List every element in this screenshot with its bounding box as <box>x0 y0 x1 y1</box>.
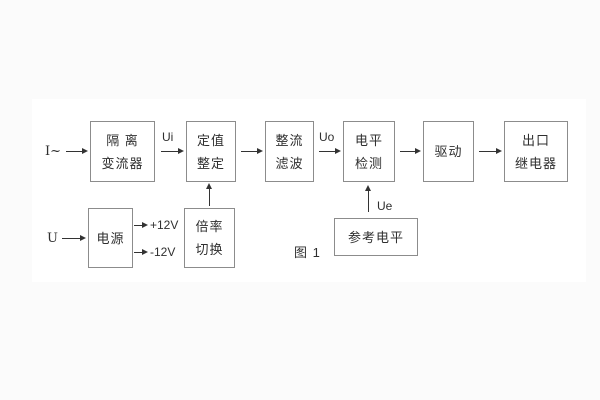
block-label: 电平 <box>354 132 383 148</box>
block-drive: 驱动 <box>423 121 474 182</box>
arrow-power-minus12v <box>134 249 148 255</box>
signal-ui-label: Ui <box>162 130 174 144</box>
arrow-setting-to-rectify <box>241 148 263 154</box>
arrow-input-voltage-to-power <box>62 235 86 241</box>
block-level-detect: 电平 检测 <box>343 121 395 182</box>
arrow-ratio-to-setting <box>206 183 212 206</box>
block-label: 切换 <box>195 242 224 257</box>
block-label: 整流 <box>275 132 304 148</box>
minus-12v-label: -12V <box>150 245 176 259</box>
arrow-level-to-drive <box>400 148 421 154</box>
block-label: 出口 <box>521 132 550 148</box>
input-current-label: I~ <box>45 144 62 159</box>
block-reference-level: 参考电平 <box>334 218 418 256</box>
arrow-drive-to-relay <box>479 148 502 154</box>
block-label: 隔 离 <box>106 132 139 148</box>
block-setting-adjust: 定值 整定 <box>186 121 236 182</box>
input-voltage-label: U <box>47 231 58 246</box>
block-label: 整定 <box>196 155 225 171</box>
signal-uo-label: Uo <box>319 130 335 144</box>
block-ratio-switch: 倍率 切换 <box>184 208 235 268</box>
block-label: 定值 <box>196 132 225 148</box>
block-power-supply: 电源 <box>88 208 133 268</box>
arrow-reference-to-level <box>365 185 371 212</box>
block-label: 驱动 <box>434 144 463 159</box>
arrow-input-current-to-isolation <box>66 148 88 154</box>
signal-ue-label: Ue <box>377 199 393 213</box>
block-rectify-filter: 整流 滤波 <box>265 121 314 182</box>
arrow-isolation-to-setting <box>161 148 184 154</box>
plus-12v-label: +12V <box>150 218 179 232</box>
block-label: 滤波 <box>275 155 304 171</box>
arrow-rectify-to-level <box>319 148 341 154</box>
block-label: 变流器 <box>101 155 144 171</box>
figure-caption: 图 1 <box>294 245 321 260</box>
block-isolation-transformer: 隔 离 变流器 <box>90 121 155 182</box>
block-output-relay: 出口 继电器 <box>504 121 568 182</box>
arrow-power-plus12v <box>134 222 148 228</box>
block-label: 检测 <box>354 155 383 171</box>
block-label: 倍率 <box>195 219 224 234</box>
block-label: 电源 <box>96 230 125 246</box>
block-label: 继电器 <box>514 155 557 171</box>
block-label: 参考电平 <box>347 229 404 245</box>
